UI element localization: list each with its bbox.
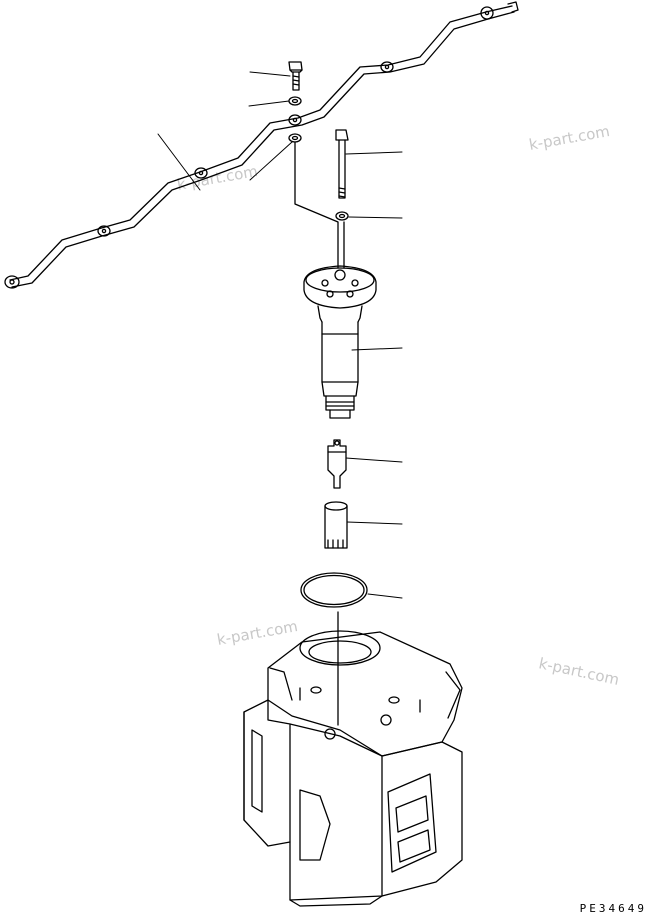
fuel-pipe	[4, 1, 519, 289]
injector-holder	[303, 265, 377, 419]
watermark-3: k-part.com	[216, 617, 300, 649]
sleeve	[324, 501, 348, 549]
nozzle	[327, 439, 347, 489]
cylinder-head	[243, 630, 463, 907]
watermark-1: k-part.com	[528, 122, 612, 154]
holder-washer	[335, 211, 349, 221]
drawing-code: PE34649	[579, 902, 647, 915]
leader-lines	[157, 71, 403, 599]
washer-lower	[288, 133, 302, 143]
o-ring	[300, 572, 368, 608]
washer-top	[288, 96, 302, 106]
small-bolt	[288, 61, 303, 91]
holder-bolt	[335, 129, 349, 199]
watermark-2: k-part.com	[176, 162, 260, 194]
watermark-4: k-part.com	[537, 654, 621, 689]
